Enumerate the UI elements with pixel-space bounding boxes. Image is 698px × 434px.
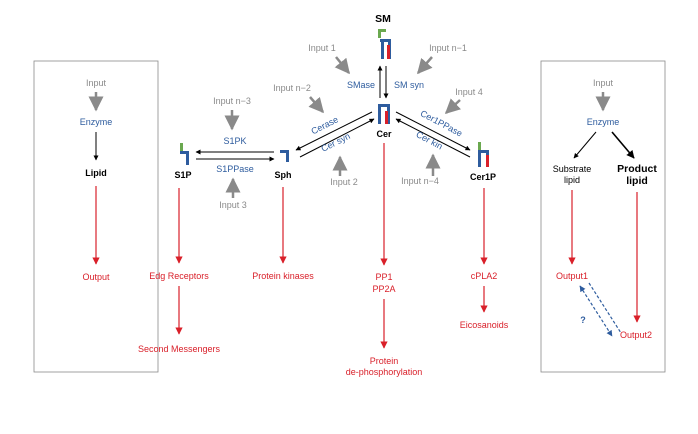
left-legend-input: Input (86, 78, 107, 88)
right-legend-output1: Output1 (556, 271, 588, 281)
left-legend-enzyme: Enzyme (80, 117, 113, 127)
input-4: Input 4 (455, 87, 483, 97)
lipid-cer: Cer (376, 129, 392, 139)
right-legend-product-line2: lipid (626, 175, 648, 187)
left-legend: Input Enzyme Lipid Output (33, 60, 159, 373)
output-protein-kinases: Protein kinases (252, 271, 314, 281)
right-legend-substrate-line1: Substrate (553, 164, 592, 174)
input-n-minus-1: Input n−1 (429, 43, 467, 53)
lipid-glyph-icon (378, 104, 390, 124)
left-legend-lipid: Lipid (85, 168, 107, 178)
lipid-glyph-icon (280, 150, 289, 162)
right-legend-output2: Output2 (620, 330, 652, 340)
lipid-s1p: S1P (174, 170, 191, 180)
output-protein: Protein (370, 356, 399, 366)
enzyme-s1pk: S1PK (223, 136, 246, 146)
lipid-sph: Sph (275, 170, 292, 180)
input-n-minus-2-arrow (308, 96, 324, 114)
input-n-minus-4: Input n−4 (401, 176, 439, 186)
input-3: Input 3 (219, 200, 247, 210)
input-n-minus-1-arrow (417, 56, 433, 75)
output-dephosphorylation: de-phosphorylation (346, 367, 423, 377)
enzyme-cer-kin: Cer kin (414, 129, 444, 151)
lipid-glyph-icon (478, 142, 489, 167)
arrow-sph-to-cer (299, 118, 375, 158)
enzyme-s1ppase: S1PPase (216, 164, 254, 174)
arrow-cer-to-cer1p (395, 111, 471, 151)
input-4-arrow (444, 98, 461, 115)
lipid-glyph-icon (378, 29, 391, 59)
right-legend-product-arrow (611, 131, 635, 159)
arrow-cer1p-to-cer (395, 118, 471, 158)
input-n-minus-2: Input n−2 (273, 83, 311, 93)
input-n-minus-3: Input n−3 (213, 96, 251, 106)
lipid-glyph-icon (180, 143, 189, 165)
right-legend-input: Input (593, 78, 614, 88)
output-pp2a: PP2A (372, 284, 395, 294)
left-legend-box (33, 60, 159, 373)
lipid-cer1p: Cer1P (470, 172, 496, 182)
right-legend-substrate-line2: lipid (564, 175, 580, 185)
arrow-cer-to-sph (295, 111, 373, 151)
input-1: Input 1 (308, 43, 336, 53)
left-legend-output: Output (82, 272, 110, 282)
right-legend: Input Enzyme Substrate lipid Product lip… (540, 60, 666, 373)
right-legend-substrate-arrow (573, 131, 597, 159)
output-eicosanoids: Eicosanoids (460, 320, 509, 330)
lipid-sm: SM (375, 13, 391, 25)
right-legend-question: ? (580, 315, 586, 325)
right-legend-enzyme: Enzyme (587, 117, 620, 127)
input-2: Input 2 (330, 177, 358, 187)
right-legend-box (540, 60, 666, 373)
right-legend-product-line1: Product (617, 163, 657, 175)
enzyme-cerase: Cerase (309, 114, 339, 136)
output-cpla2: cPLA2 (471, 271, 498, 281)
output-pp1: PP1 (375, 272, 392, 282)
enzyme-smase: SMase (347, 80, 375, 90)
output-second-messengers: Second Messengers (138, 344, 221, 354)
output-edg-receptors: Edg Receptors (149, 271, 209, 281)
enzyme-sm-syn: SM syn (394, 80, 424, 90)
input-1-arrow (334, 56, 350, 75)
enzyme-cer-syn: Cer syn (320, 131, 352, 154)
